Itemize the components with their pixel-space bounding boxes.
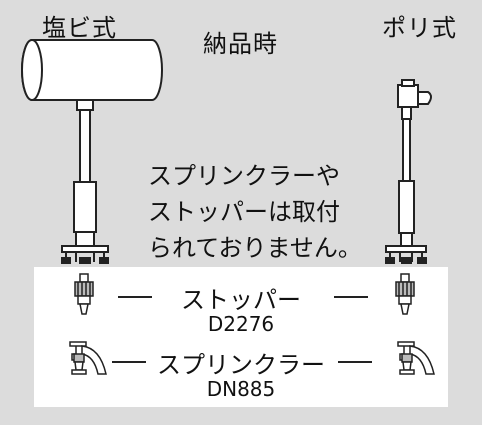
sprinkler-icon xyxy=(69,341,107,375)
not-attached-note: スプリンクラーや ストッパーは取付 られておりません。 xyxy=(148,158,388,266)
note-line-2: ストッパーは取付 xyxy=(148,198,340,226)
pipe-stands-drawing xyxy=(21,39,432,264)
stopper-dash-left xyxy=(118,296,152,298)
stopper-icon xyxy=(74,273,94,315)
note-line-1: スプリンクラーや xyxy=(148,162,340,190)
sprinkler-icon xyxy=(397,341,435,375)
sprinkler-name: スプリンクラー xyxy=(157,351,325,379)
sprinkler-code: DN885 xyxy=(206,377,276,401)
note-line-3: られておりません。 xyxy=(148,234,362,262)
stopper-name: ストッパー xyxy=(181,286,301,314)
pvc-pipe-stand-icon xyxy=(21,39,163,264)
poly-pipe-stand-icon xyxy=(385,79,432,264)
delivery-time-label: 納品時 xyxy=(203,30,278,58)
sprinkler-dash-left xyxy=(112,361,146,363)
sprinkler-dash-right xyxy=(338,361,372,363)
stopper-dash-right xyxy=(334,296,368,298)
stopper-code: D2276 xyxy=(207,312,275,336)
parts-panel xyxy=(34,267,448,407)
pvc-type-label: 塩ビ式 xyxy=(42,14,117,42)
poly-type-label: ポリ式 xyxy=(382,14,457,42)
stopper-icon xyxy=(395,273,415,315)
